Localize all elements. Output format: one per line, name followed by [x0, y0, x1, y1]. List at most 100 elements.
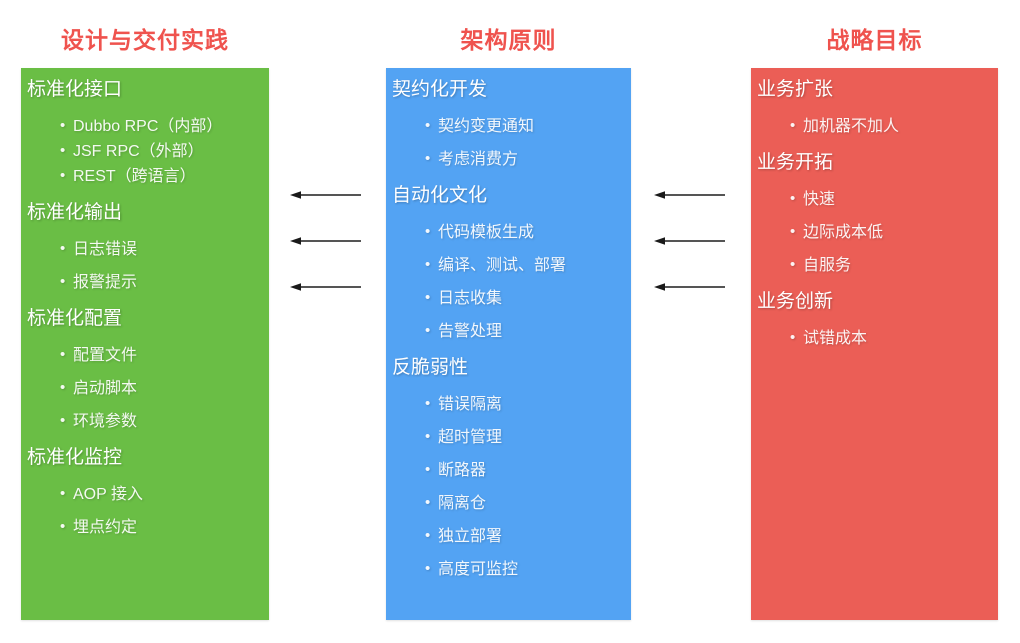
bullet-icon: •	[60, 412, 66, 429]
bullet-icon: •	[425, 527, 431, 544]
bullet-icon: •	[425, 289, 431, 306]
bullet-icon: •	[60, 167, 66, 184]
list-item-label: 日志收集	[438, 290, 503, 307]
list-item-label: Dubbo RPC（内部）	[73, 118, 223, 135]
bullet-icon: •	[425, 560, 431, 577]
list-item-label: REST（跨语言）	[73, 168, 196, 185]
section-heading: 标准化配置	[27, 308, 123, 329]
list-item-label: 环境参数	[73, 413, 138, 430]
section-heading: 业务创新	[757, 291, 834, 312]
list-item-label: 高度可监控	[438, 561, 519, 578]
list-item: • 考虑消费方	[392, 150, 625, 170]
section-heading: 业务开拓	[757, 152, 834, 173]
bullet-icon: •	[425, 150, 431, 167]
section-heading: 标准化监控	[27, 447, 123, 468]
column-design-delivery-practices: 设计与交付实践标准化接口 • Dubbo RPC（内部） • JSF RPC（外部） • R…	[21, 0, 269, 643]
column-title: 架构原则	[460, 27, 557, 53]
bullet-icon: •	[425, 461, 431, 478]
column-strategic-goals: 战略目标业务扩张•加机器不加人业务开拓•快速•边际成本低•自服务业务创新•试错成…	[751, 0, 998, 643]
list-item: •契约变更通知	[392, 117, 625, 137]
list-item: •日志错误	[27, 240, 263, 260]
list-item: • JSF RPC（外部）	[27, 142, 263, 162]
list-item: • 环境参数	[27, 412, 263, 432]
list-item-label: 隔离仓	[438, 495, 487, 512]
arrow-left-icon	[290, 190, 362, 200]
bullet-icon: •	[60, 518, 66, 535]
section: 业务创新 • 试错成本	[757, 288, 992, 349]
section: 标准化接口 • Dubbo RPC（内部） • JSF RPC（外部） • REST（跨语言…	[27, 76, 263, 187]
list-item: • 试错成本	[757, 329, 992, 349]
bullet-icon: •	[425, 117, 431, 134]
bullet-icon: •	[425, 223, 431, 240]
bullet-icon: •	[60, 240, 66, 257]
section: 业务扩张 • 加机器不加人	[757, 76, 992, 137]
column-architecture-principles: 架构原则契约化开发•契约变更通知•考虑消费方自动化文化•代码模板生成•编译、测试…	[386, 0, 631, 643]
bullet-icon: •	[790, 223, 796, 240]
list-item-label: 边际成本低	[803, 224, 884, 241]
section: 业务开拓 • 快速 • 边际成本低 •自服务	[757, 149, 992, 276]
list-item-label: 自服务	[803, 257, 852, 274]
list-item-label: 考虑消费方	[438, 151, 519, 168]
list-item: • 日志收集	[392, 289, 625, 309]
bullet-icon: •	[60, 117, 66, 134]
section: 契约化开发•契约变更通知•考虑消费方	[392, 76, 625, 170]
list-item-label: JSF RPC（外部）	[73, 143, 204, 160]
section-heading: 标准化输出	[27, 202, 123, 223]
bullet-icon: •	[60, 379, 66, 396]
section: 自动化文化 • 代码模板生成 •编译、测试、部署 • 日志收集 • 告警处理	[392, 182, 625, 342]
list-item: • 高度可监控	[392, 560, 625, 580]
section-heading: 业务扩张	[757, 79, 834, 100]
list-item: •自服务	[757, 256, 992, 276]
list-item-label: 报警提示	[73, 274, 138, 291]
list-item-label: 试错成本	[803, 330, 868, 347]
list-item: • 加机器不加人	[757, 117, 992, 137]
list-item-label: 错误隔离	[438, 396, 503, 413]
section-heading: 标准化接口	[27, 79, 123, 100]
bullet-icon: •	[60, 142, 66, 159]
list-item: •编译、测试、部署	[392, 256, 625, 276]
bullet-icon: •	[425, 322, 431, 339]
list-item-label: 快速	[803, 191, 836, 208]
bullet-icon: •	[60, 485, 66, 502]
section-heading: 契约化开发	[392, 79, 488, 100]
list-item-label: 代码模板生成	[438, 224, 535, 241]
content-box: 业务扩张 • 加机器不加人业务开拓 • 快速 • 边际成本低 •自服务业务创新 • 试错成本	[751, 68, 998, 620]
section: 标准化监控•AOP 接入•埋点约定	[27, 444, 263, 538]
arrow-left-icon	[290, 236, 362, 246]
column-title: 设计与交付实践	[61, 27, 229, 53]
list-item: • 边际成本低	[757, 223, 992, 243]
list-item: • Dubbo RPC（内部）	[27, 117, 263, 137]
list-item: • 代码模板生成	[392, 223, 625, 243]
bullet-icon: •	[425, 395, 431, 412]
section-heading: 自动化文化	[392, 185, 488, 206]
list-item: •独立部署	[392, 527, 625, 547]
list-item: • 配置文件	[27, 346, 263, 366]
list-item: • 埋点约定	[27, 518, 263, 538]
bullet-icon: •	[60, 273, 66, 290]
bullet-icon: •	[790, 117, 796, 134]
section: 反脆弱性•错误隔离•超时管理•断路器•隔离仓•独立部署•高度可监控	[392, 354, 625, 580]
list-item: • 隔离仓	[392, 494, 625, 514]
bullet-icon: •	[425, 428, 431, 445]
section-heading: 反脆弱性	[392, 357, 469, 378]
list-item: •断路器	[392, 461, 625, 481]
list-item-label: 告警处理	[438, 323, 503, 340]
bullet-icon: •	[790, 190, 796, 207]
list-item-label: 启动脚本	[73, 380, 138, 397]
list-item-label: 加机器不加人	[803, 118, 900, 135]
list-item-label: 配置文件	[73, 347, 138, 364]
arrow-left-icon	[654, 282, 726, 292]
list-item: • 快速	[757, 190, 992, 210]
list-item: • 启动脚本	[27, 379, 263, 399]
bullet-icon: •	[60, 346, 66, 363]
list-item-label: 埋点约定	[73, 519, 138, 536]
list-item-label: 编译、测试、部署	[438, 257, 567, 274]
bullet-icon: •	[425, 494, 431, 511]
bullet-icon: •	[790, 329, 796, 346]
list-item: • 错误隔离	[392, 395, 625, 415]
list-item-label: 超时管理	[438, 429, 503, 446]
arrow-left-icon	[290, 282, 362, 292]
list-item: • 超时管理	[392, 428, 625, 448]
list-item: •AOP 接入	[27, 485, 263, 505]
